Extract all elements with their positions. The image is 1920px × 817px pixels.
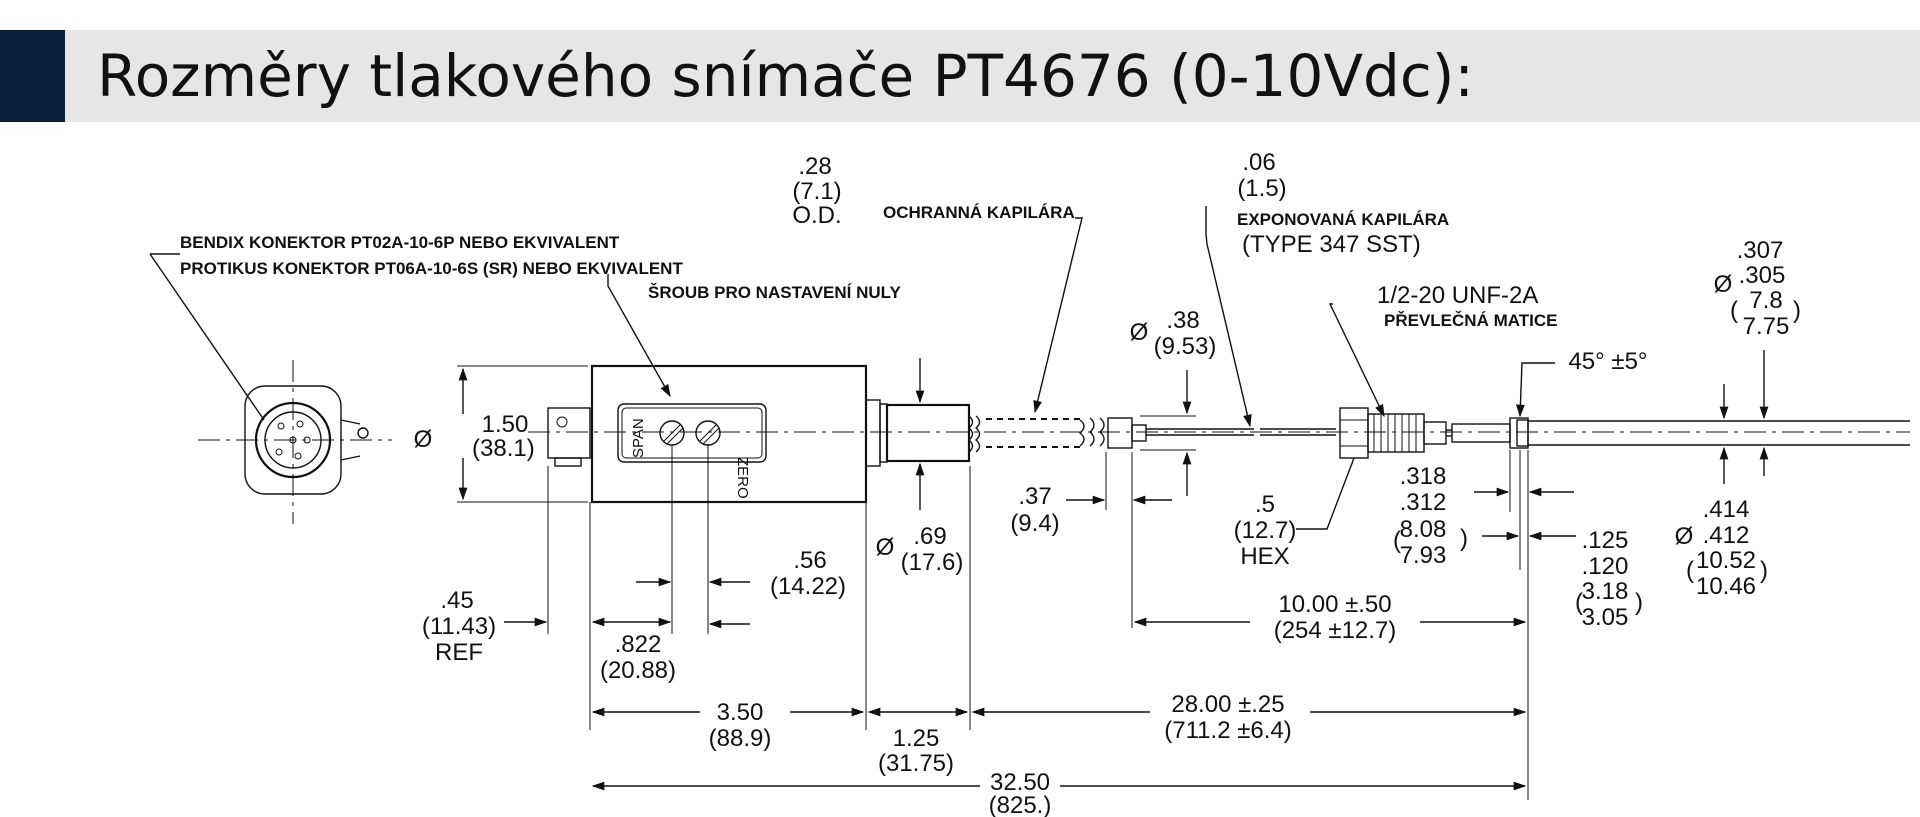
dim-exp-mm: (1.5) bbox=[1237, 175, 1286, 202]
connector-label-2: PROTIKUS KONEKTOR PT06A-10-6S (SR) NEBO … bbox=[180, 259, 683, 278]
leader-lines bbox=[607, 206, 1555, 428]
page-title: Rozměry tlakového snímače PT4676 (0-10Vd… bbox=[97, 42, 1474, 110]
dim-125-paren-l: ( bbox=[1575, 589, 1583, 616]
dim-tip-dia-in1: .307 bbox=[1737, 237, 1784, 264]
dimension-lines bbox=[457, 350, 1769, 800]
dim-069-in: .69 bbox=[913, 523, 946, 550]
dim-325-in: 32.50 bbox=[990, 769, 1050, 796]
dim-body-dia-sym: Ø bbox=[414, 426, 433, 453]
dim-822-in: .822 bbox=[615, 631, 662, 658]
dim-cap-dia-sym: Ø bbox=[1130, 319, 1149, 346]
dim-056-in: .56 bbox=[793, 547, 826, 574]
dim-318-in2: .312 bbox=[1400, 489, 1447, 516]
dim-cap-dia-mm: (9.53) bbox=[1154, 333, 1217, 360]
dim-414-mm1: 10.52 bbox=[1696, 547, 1756, 574]
dim-318-paren-r: ) bbox=[1460, 525, 1468, 552]
dim-069-mm: (17.6) bbox=[901, 549, 964, 576]
title-accent bbox=[0, 30, 65, 122]
zero-label: ZERO bbox=[734, 457, 751, 499]
dim-414-mm2: 10.46 bbox=[1696, 573, 1756, 600]
dim-414-sym: Ø bbox=[1675, 523, 1694, 550]
dim-tip-dia-mm1: 7.8 bbox=[1749, 287, 1782, 314]
dim-037-in: .37 bbox=[1018, 483, 1051, 510]
exposed-capillary-type: (TYPE 347 SST) bbox=[1242, 231, 1421, 258]
dim-045-mm: (11.43) bbox=[422, 613, 496, 640]
dim-318-in1: .318 bbox=[1400, 463, 1447, 490]
dim-125-in2: .120 bbox=[1582, 553, 1629, 580]
dim-414-in2: .412 bbox=[1703, 522, 1750, 549]
dim-414-paren-r: ) bbox=[1760, 557, 1768, 584]
dim-125-mm2: 3.05 bbox=[1582, 604, 1629, 631]
dim-body-dia-mm: (38.1) bbox=[472, 435, 535, 462]
dim-125b-in: 1.25 bbox=[893, 725, 940, 752]
hex-leader bbox=[1296, 457, 1355, 530]
dim-037-mm: (9.4) bbox=[1010, 510, 1059, 537]
dim-od-in: .28 bbox=[798, 153, 831, 180]
thread-label: 1/2-20 UNF-2A bbox=[1377, 282, 1538, 309]
dim-tip-paren-l: ( bbox=[1730, 297, 1738, 324]
dim-hex-label: HEX bbox=[1240, 543, 1289, 570]
dim-414-in1: .414 bbox=[1703, 496, 1750, 523]
dim-tip-dia-sym: Ø bbox=[1714, 271, 1733, 298]
dim-125-in1: .125 bbox=[1582, 527, 1629, 554]
zero-screw-label: ŠROUB PRO NASTAVENÍ NULY bbox=[648, 283, 901, 302]
dim-tip-dia-mm2: 7.75 bbox=[1743, 313, 1790, 340]
dim-10-mm: (254 ±12.7) bbox=[1274, 617, 1397, 644]
dim-28-in: 28.00 ±.25 bbox=[1171, 691, 1284, 718]
protective-capillary-label: OCHRANNÁ KAPILÁRA bbox=[883, 203, 1075, 222]
dim-318-mm2: 7.93 bbox=[1400, 542, 1447, 569]
dim-822-mm: (20.88) bbox=[600, 657, 676, 684]
dim-10-in: 10.00 ±.50 bbox=[1278, 591, 1391, 618]
dim-414-paren-l: ( bbox=[1686, 557, 1694, 584]
dim-325-mm: (825.) bbox=[989, 792, 1052, 817]
dim-350-in: 3.50 bbox=[717, 699, 764, 726]
dim-318-paren-l: ( bbox=[1393, 527, 1401, 554]
dim-od-mm: (7.1) bbox=[792, 178, 841, 205]
dim-125-mm1: 3.18 bbox=[1582, 578, 1629, 605]
dim-125-paren-r: ) bbox=[1635, 589, 1643, 616]
dim-318-mm1: 8.08 bbox=[1400, 516, 1447, 543]
dim-125b-mm: (31.75) bbox=[878, 750, 954, 777]
dim-069-sym: Ø bbox=[876, 534, 895, 561]
connector-end-view bbox=[149, 253, 392, 524]
dim-body-dia-in: 1.50 bbox=[482, 411, 529, 438]
dim-od-label: O.D. bbox=[792, 202, 841, 229]
dim-cap-dia-in: .38 bbox=[1166, 307, 1199, 334]
nut-label: PŘEVLEČNÁ MATICE bbox=[1384, 311, 1557, 330]
dim-tip-dia-in2: .305 bbox=[1739, 262, 1786, 289]
dim-exp-in: .06 bbox=[1242, 149, 1275, 176]
dim-056-mm: (14.22) bbox=[770, 573, 846, 600]
dim-angle: 45° ±5° bbox=[1568, 348, 1647, 375]
dim-hex-mm: (12.7) bbox=[1234, 517, 1297, 544]
title-bar: Rozměry tlakového snímače PT4676 (0-10Vd… bbox=[0, 30, 1920, 122]
dim-28-mm: (711.2 ±6.4) bbox=[1164, 717, 1291, 744]
transducer-body bbox=[528, 364, 1910, 504]
dim-045-ref: REF bbox=[435, 639, 483, 666]
dim-hex-in: .5 bbox=[1255, 491, 1275, 518]
dim-350-mm: (88.9) bbox=[709, 725, 772, 752]
exposed-capillary-label: EXPONOVANÁ KAPILÁRA bbox=[1237, 210, 1449, 229]
dim-045-in: .45 bbox=[440, 587, 473, 614]
connector-label-1: BENDIX KONEKTOR PT02A-10-6P NEBO EKVIVAL… bbox=[180, 233, 620, 252]
span-label: SPAN bbox=[630, 418, 647, 458]
dim-tip-paren-r: ) bbox=[1793, 297, 1801, 324]
